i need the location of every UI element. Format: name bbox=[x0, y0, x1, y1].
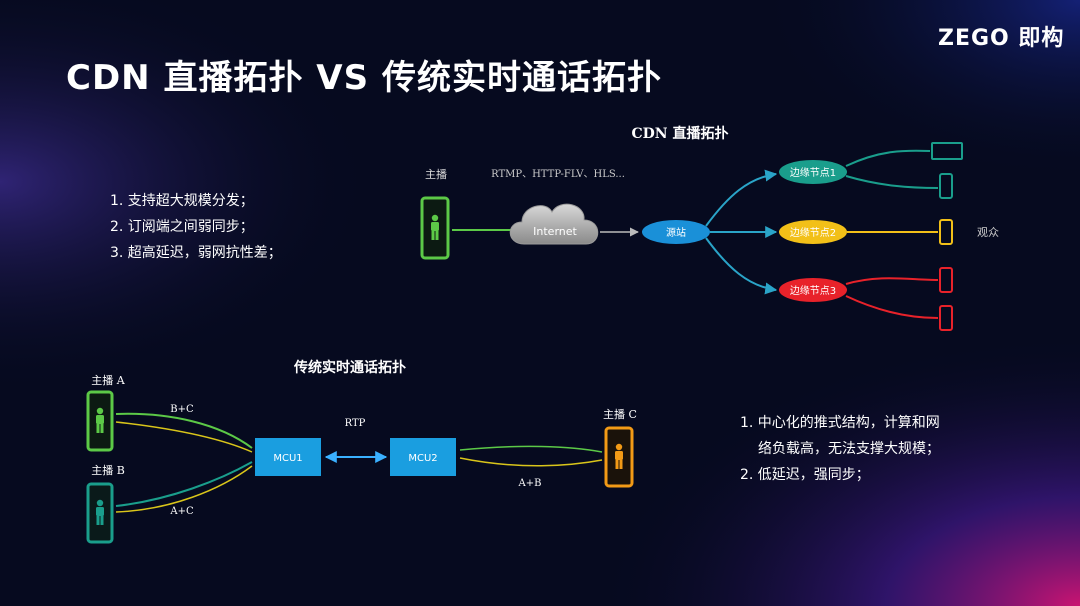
edge1-to-monitor-line bbox=[845, 149, 931, 167]
cdn-host-label: 主播 bbox=[425, 167, 447, 181]
red-phone-icon-2 bbox=[939, 305, 953, 331]
edge-node-1 bbox=[779, 160, 847, 184]
mcu1-box bbox=[255, 438, 321, 476]
rtc-diagram-title: 传统实时通话拓扑 bbox=[293, 359, 406, 376]
teal-phone-icon bbox=[939, 173, 953, 199]
host-a-label: 主播 A bbox=[91, 373, 125, 387]
rtp-label: RTP bbox=[345, 418, 366, 429]
origin-node bbox=[642, 220, 710, 244]
cdn-protocols-label: RTMP、HTTP-FLV、HLS... bbox=[491, 169, 625, 180]
cdn-feature-list: 1. 支持超大规模分发； 2. 订阅端之间弱同步； 3. 超高延迟，弱网抗性差； bbox=[110, 188, 282, 266]
yellow-phone-icon bbox=[939, 219, 953, 245]
rtc-point-1: 1. 中心化的推式结构，计算和网 bbox=[740, 415, 940, 431]
cdn-point-1: 1. 支持超大规模分发； bbox=[110, 193, 254, 209]
cdn-diagram-title: CDN 直播拓扑 bbox=[632, 125, 729, 142]
internet-cloud-icon bbox=[509, 203, 599, 245]
mcu1-label: MCU1 bbox=[273, 453, 302, 464]
host-c-uplink bbox=[459, 445, 603, 453]
mcu2-label: MCU2 bbox=[408, 453, 437, 464]
mcu2-box bbox=[390, 438, 456, 476]
cdn-point-3: 3. 超高延迟，弱网抗性差； bbox=[110, 245, 282, 261]
page-title: CDN 直播拓扑 VS 传统实时通话拓扑 bbox=[66, 58, 662, 98]
edge-node-1-label: 边缘节点1 bbox=[790, 166, 836, 179]
red-phone-icon-1 bbox=[939, 267, 953, 293]
origin-to-edge1-arrow bbox=[705, 169, 778, 227]
origin-label: 源站 bbox=[666, 226, 686, 239]
edge-node-3-label: 边缘节点3 bbox=[790, 284, 836, 297]
host-c-stream-label: A+B bbox=[518, 478, 542, 489]
edge3-to-phone2-line bbox=[845, 295, 939, 319]
host-b-stream-label: A+C bbox=[169, 506, 194, 517]
edge-node-2 bbox=[779, 220, 847, 244]
edge1-to-phone-line bbox=[845, 175, 939, 189]
zego-logo: ZEGO 即构 bbox=[938, 26, 1065, 51]
rtc-point-1-cont: 络负载高，无法支撑大规模； bbox=[758, 441, 940, 457]
edge-node-2-label: 边缘节点2 bbox=[790, 226, 836, 239]
host-a-stream-label: B+C bbox=[170, 404, 194, 415]
host-a-phone-icon bbox=[86, 390, 114, 452]
host-b-phone-icon bbox=[86, 482, 114, 544]
edge-node-3 bbox=[779, 278, 847, 302]
cdn-point-2: 2. 订阅端之间弱同步； bbox=[110, 219, 254, 235]
rtc-feature-list: 1. 中心化的推式结构，计算和网 络负载高，无法支撑大规模； 2. 低延迟，强同… bbox=[740, 410, 940, 488]
host-a-downlink bbox=[115, 421, 253, 453]
origin-to-edge3-arrow bbox=[705, 237, 778, 295]
monitor-icon bbox=[931, 142, 963, 160]
host-c-label: 主播 C bbox=[603, 407, 637, 421]
internet-label: Internet bbox=[533, 225, 577, 238]
audience-label: 观众 bbox=[977, 226, 999, 239]
host-b-uplink bbox=[115, 461, 253, 507]
rtc-point-2: 2. 低延迟，强同步； bbox=[740, 467, 870, 483]
host-c-downlink bbox=[459, 457, 603, 467]
edge3-to-phone1-line bbox=[845, 277, 939, 285]
host-a-uplink bbox=[115, 412, 253, 449]
cdn-host-phone-icon bbox=[420, 196, 450, 260]
host-b-downlink bbox=[115, 465, 253, 513]
host-b-label: 主播 B bbox=[91, 463, 125, 477]
host-c-phone-icon bbox=[604, 426, 634, 488]
